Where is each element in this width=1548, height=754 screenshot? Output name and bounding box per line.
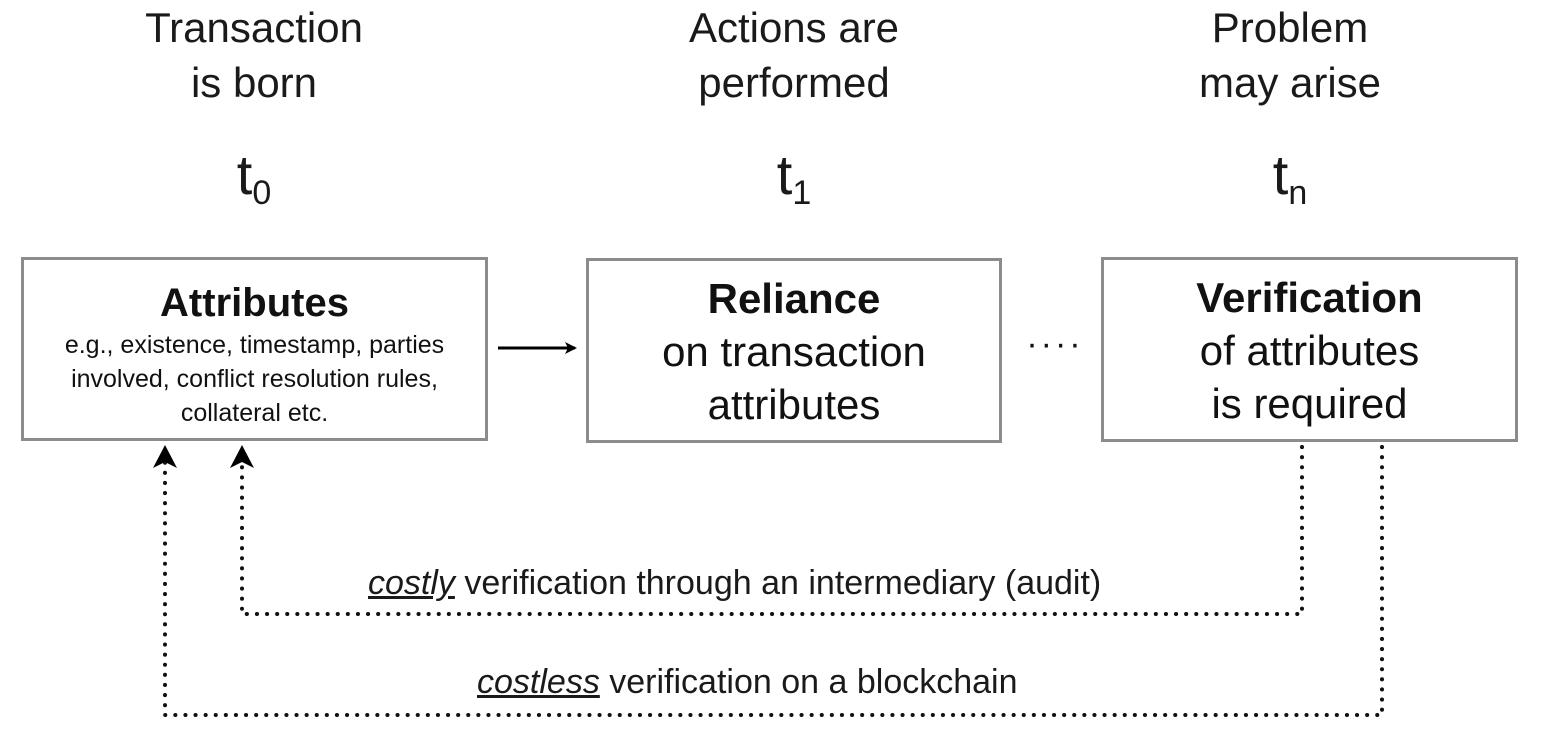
time-base: t [236, 143, 253, 206]
stage-heading-line: performed [698, 59, 890, 106]
costly-caption: costly verification through an intermedi… [368, 563, 1101, 603]
stage-heading-line: may arise [1198, 59, 1382, 106]
costly-emphasis: costly [368, 564, 455, 602]
time-marker-t1: t1 [694, 140, 894, 218]
attributes-title: Attributes [160, 281, 349, 325]
stage-heading-performed: Actions are performed [594, 0, 994, 110]
costly-verification-path [240, 445, 1304, 616]
time-marker-tn: tn [1190, 140, 1390, 218]
time-base: t [776, 143, 793, 206]
costless-emphasis: costless [477, 663, 600, 701]
costless-caption: costless verification on a blockchain [477, 662, 1018, 702]
costless-caption-text: verification on a blockchain [599, 663, 1018, 701]
verification-line: of attributes [1199, 327, 1420, 374]
reliance-line: attributes [707, 381, 881, 428]
costly-arrowhead-icon [230, 445, 254, 468]
attributes-description: e.g., existence, timestamp, parties invo… [24, 328, 485, 430]
ellipsis: ···· [1026, 325, 1084, 363]
reliance-title: Reliance [707, 275, 881, 322]
attributes-desc-line: collateral etc. [180, 399, 329, 427]
stage-heading-line: Transaction [145, 4, 363, 51]
stage-heading-line: Actions are [688, 4, 900, 51]
stage-heading-born: Transaction is born [54, 0, 454, 110]
reliance-line: on transaction [662, 328, 926, 375]
time-subscript: 1 [792, 174, 812, 212]
verification-line: is required [1211, 380, 1408, 427]
time-subscript: n [1288, 174, 1308, 212]
costless-arrowhead-icon [153, 445, 177, 468]
stage-heading-line: is born [190, 59, 318, 106]
reliance-box: Reliance on transaction attributes [586, 258, 1002, 443]
time-marker-t0: t0 [154, 140, 354, 218]
time-subscript: 0 [252, 174, 272, 212]
costly-caption-text: verification through an intermediary (au… [454, 564, 1102, 602]
attributes-desc-line: involved, conflict resolution rules, [71, 365, 438, 393]
attributes-desc-line: e.g., existence, timestamp, parties [64, 331, 445, 359]
stage-heading-line: Problem [1211, 4, 1369, 51]
time-base: t [1272, 143, 1289, 206]
attributes-box: Attributes e.g., existence, timestamp, p… [21, 257, 488, 441]
verification-title: Verification [1196, 274, 1423, 321]
verification-box: Verification of attributes is required [1101, 257, 1518, 442]
stage-heading-problem: Problem may arise [1090, 0, 1490, 110]
